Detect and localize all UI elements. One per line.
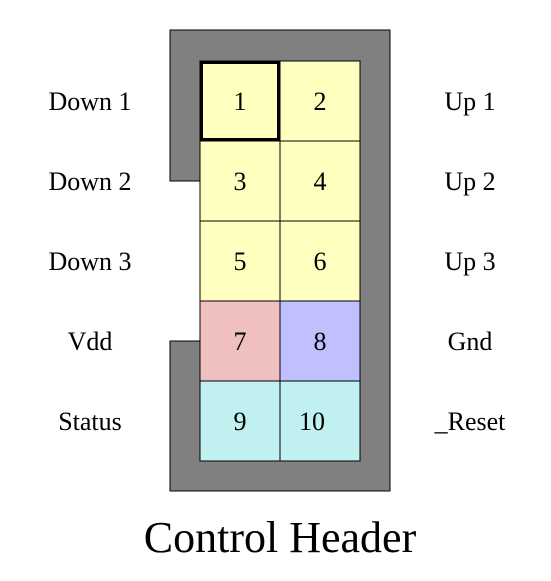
pin-grid: 1 2 3 4 5 6 7 8 — [199, 60, 361, 462]
label-down-1: Down 1 — [48, 87, 131, 116]
pin-6: 6 — [279, 220, 361, 302]
label-down-3: Down 3 — [48, 247, 131, 276]
pin-5: 5 — [199, 220, 281, 302]
label-up-3: Up 3 — [444, 247, 495, 276]
pin-3: 3 — [199, 140, 281, 222]
right-signal-labels: Up 1 Up 2 Up 3 Gnd _Reset — [434, 87, 507, 436]
pin-number: 4 — [314, 167, 327, 196]
label-vdd: Vdd — [68, 327, 113, 356]
pin-number: 8 — [314, 327, 327, 356]
pin-number: 5 — [234, 247, 247, 276]
label-reset: _Reset — [434, 407, 507, 436]
pin-number: 10 — [299, 407, 325, 436]
pin-4: 4 — [279, 140, 361, 222]
label-status: Status — [58, 407, 122, 436]
left-signal-labels: Down 1 Down 2 Down 3 Vdd Status — [48, 87, 131, 436]
pin-number: 6 — [314, 247, 327, 276]
pin-2: 2 — [279, 60, 361, 142]
pin-number: 2 — [314, 87, 327, 116]
label-down-2: Down 2 — [48, 167, 131, 196]
pin-10: 10 — [279, 380, 361, 462]
label-up-1: Up 1 — [444, 87, 495, 116]
label-gnd: Gnd — [448, 327, 493, 356]
diagram-title: Control Header — [144, 513, 417, 562]
pin-number: 1 — [234, 87, 247, 116]
label-up-2: Up 2 — [444, 167, 495, 196]
pin-9: 9 — [199, 380, 281, 462]
pin-7: 7 — [199, 300, 281, 382]
pin-1: 1 — [199, 60, 281, 142]
pin-8: 8 — [279, 300, 361, 382]
pin-number: 9 — [234, 407, 247, 436]
pin-number: 7 — [234, 327, 247, 356]
pin-number: 3 — [234, 167, 247, 196]
pin-1-indicator — [200, 61, 280, 141]
